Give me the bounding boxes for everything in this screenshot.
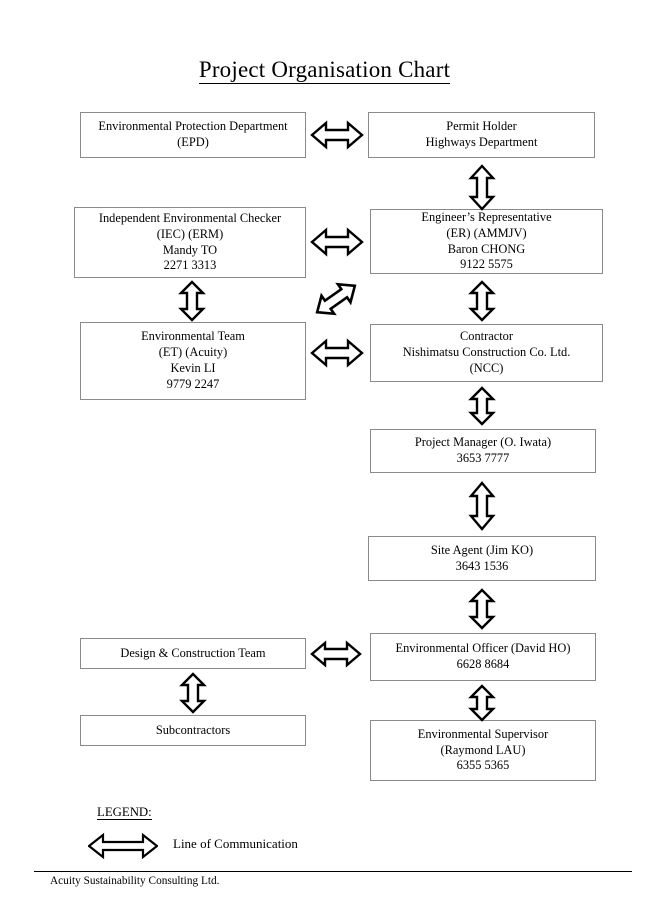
double-arrow-vertical-icon	[177, 280, 207, 322]
node-engineers-representative[interactable]: Engineer’s Representative (ER) (AMMJV) B…	[370, 209, 603, 274]
connector-contractor-project-manager	[467, 386, 497, 426]
node-line: Project Manager (O. Iwata)	[414, 435, 552, 450]
double-arrow-diagonal-icon	[311, 280, 361, 318]
node-line: Permit Holder	[446, 119, 517, 134]
double-arrow-vertical-icon	[467, 481, 497, 531]
double-arrow-horizontal-icon	[310, 336, 364, 370]
connector-epd-permit	[310, 118, 364, 152]
legend-arrow-sample	[87, 832, 159, 865]
node-contractor[interactable]: Contractor Nishimatsu Construction Co. L…	[370, 324, 603, 382]
node-site-agent[interactable]: Site Agent (Jim KO) 3643 1536	[368, 536, 596, 581]
node-line: 9779 2247	[166, 376, 220, 391]
node-environmental-officer[interactable]: Environmental Officer (David HO) 6628 86…	[370, 633, 596, 681]
legend-label: Line of Communication	[173, 836, 298, 851]
page-title: Project Organisation Chart	[0, 57, 649, 84]
node-line: (ET) (Acuity)	[158, 345, 228, 360]
node-line: (IEC) (ERM)	[156, 226, 224, 241]
node-line: 3643 1536	[455, 558, 509, 573]
footer-divider	[34, 871, 632, 872]
node-permit-holder[interactable]: Permit Holder Highways Department	[368, 112, 595, 158]
node-environmental-supervisor[interactable]: Environmental Supervisor (Raymond LAU) 6…	[370, 720, 596, 781]
connector-environmental-officer-supervisor	[467, 684, 497, 722]
legend-heading: LEGEND:	[97, 805, 152, 820]
footer-text: Acuity Sustainability Consulting Ltd.	[50, 875, 220, 887]
node-line: 6355 5365	[456, 758, 510, 773]
node-line: Independent Environmental Checker	[98, 210, 282, 225]
double-arrow-horizontal-icon	[310, 638, 362, 670]
double-arrow-vertical-icon	[467, 280, 497, 322]
double-arrow-vertical-icon	[178, 672, 208, 714]
node-environmental-team[interactable]: Environmental Team (ET) (Acuity) Kevin L…	[80, 322, 306, 400]
legend-heading-text: LEGEND:	[97, 805, 152, 820]
connector-iec-contractor	[311, 280, 361, 318]
node-project-manager[interactable]: Project Manager (O. Iwata) 3653 7777	[370, 429, 596, 473]
node-line: (NCC)	[469, 360, 504, 375]
node-line: Highways Department	[425, 135, 538, 149]
node-line: 6628 8684	[456, 657, 510, 671]
double-arrow-vertical-icon	[467, 386, 497, 426]
connector-site-agent-environmental-officer	[467, 588, 497, 630]
node-line: Kevin LI	[170, 361, 216, 375]
double-arrow-vertical-icon	[467, 684, 497, 722]
node-line: Contractor	[460, 329, 513, 344]
node-line: (Raymond LAU)	[440, 742, 526, 757]
node-line: Baron CHONG	[447, 241, 526, 256]
connector-project-manager-site-agent	[467, 481, 497, 531]
double-arrow-horizontal-icon	[310, 225, 364, 259]
double-arrow-horizontal-icon	[87, 832, 159, 864]
node-line: Environmental Supervisor	[417, 726, 549, 741]
node-line: Mandy TO	[162, 242, 218, 257]
node-design-and-construction-team[interactable]: Design & Construction Team	[80, 638, 306, 669]
node-line: Environmental Officer (David HO)	[395, 641, 571, 656]
double-arrow-horizontal-icon	[310, 118, 364, 152]
node-line: Subcontractors	[155, 722, 231, 737]
connector-permit-er	[467, 164, 497, 211]
node-line: 3653 7777	[456, 451, 510, 465]
node-subcontractors[interactable]: Subcontractors	[80, 715, 306, 746]
node-line: Site Agent (Jim KO)	[430, 542, 534, 557]
node-line: 9122 5575	[460, 257, 513, 272]
node-line: Engineer’s Representative	[421, 209, 552, 224]
connector-design-construction-subcontractors	[178, 672, 208, 714]
connector-er-contractor	[467, 280, 497, 322]
connector-iec-er	[310, 225, 364, 259]
double-arrow-vertical-icon	[467, 164, 497, 211]
node-line: 2271 3313	[163, 258, 217, 273]
node-line: (ER) (AMMJV)	[446, 225, 527, 240]
connector-iec-et	[177, 280, 207, 322]
node-environmental-protection-department[interactable]: Environmental Protection Department (EPD…	[80, 112, 306, 158]
node-independent-environmental-checker[interactable]: Independent Environmental Checker (IEC) …	[74, 207, 306, 278]
page-title-text: Project Organisation Chart	[198, 57, 451, 84]
node-line: Environmental Protection Department	[98, 119, 288, 134]
node-line: Nishimatsu Construction Co. Ltd.	[402, 345, 571, 360]
double-arrow-vertical-icon	[467, 588, 497, 630]
node-line: Design & Construction Team	[120, 645, 266, 660]
node-line: Environmental Team	[141, 329, 245, 344]
connector-design-construction-environmental-officer	[310, 638, 362, 670]
node-line: (EPD)	[177, 135, 209, 149]
connector-et-contractor	[310, 336, 364, 370]
